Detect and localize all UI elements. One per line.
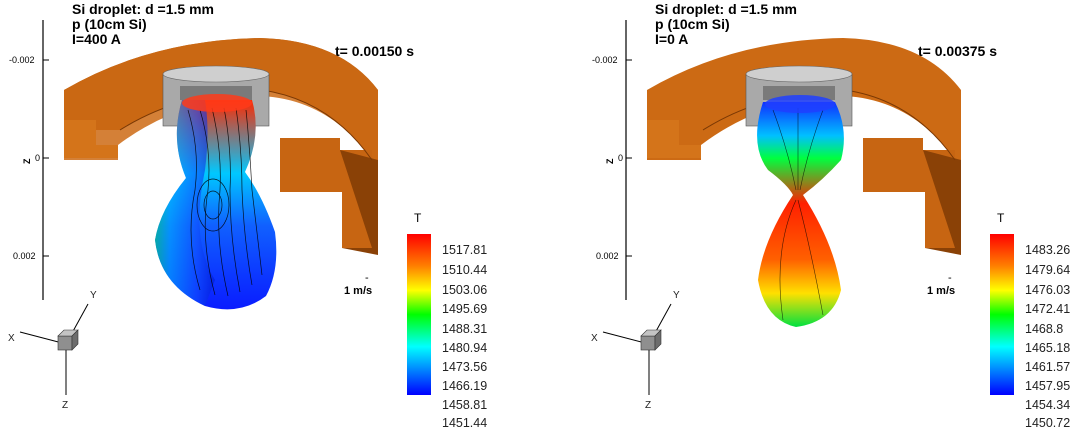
triad-label-y: Y xyxy=(90,290,97,301)
droplet-temperature-field xyxy=(155,94,277,310)
legend-value: 1503.06 xyxy=(442,283,488,297)
legend-value: 1488.31 xyxy=(442,322,488,336)
panel-left: Si droplet: d =1.5 mm p (10cm Si) I=400 … xyxy=(0,0,541,432)
simulation-scene-left xyxy=(19,20,431,395)
z-tick-label: 0.002 xyxy=(13,251,36,261)
z-tick-label: 0.002 xyxy=(596,251,619,261)
time-label: t= 0.00375 s xyxy=(918,43,998,59)
legend-value: 1517.81 xyxy=(442,243,488,257)
z-axis-label: Z xyxy=(22,158,32,165)
title-line-2: p (10cm Si) xyxy=(72,16,147,32)
legend-value: 1465.18 xyxy=(1025,341,1071,355)
velocity-reference-label: 1 m/s xyxy=(344,285,373,297)
time-label: t= 0.00150 s xyxy=(335,43,415,59)
legend-value: 1461.57 xyxy=(1025,360,1071,374)
z-tick-label: 0 xyxy=(618,153,624,163)
temperature-legend-bar xyxy=(990,234,1014,395)
legend-value: 1483.26 xyxy=(1025,243,1071,257)
coordinate-triad xyxy=(19,303,89,395)
title-line-3: I=0 A xyxy=(655,31,689,47)
title-line-1: Si droplet: d =1.5 mm xyxy=(655,1,797,17)
z-tick-label: -0.002 xyxy=(9,55,35,65)
legend-value: 1480.94 xyxy=(442,341,488,355)
title-line-1: Si droplet: d =1.5 mm xyxy=(72,1,214,17)
legend-value: 1468.8 xyxy=(1025,322,1064,336)
title-line-3: I=400 A xyxy=(72,31,121,47)
triad-label-x: X xyxy=(591,333,598,344)
legend-value: 1476.03 xyxy=(1025,283,1071,297)
temperature-legend-bar xyxy=(407,234,431,395)
legend-title: T xyxy=(414,211,422,225)
velocity-reference-label: 1 m/s xyxy=(927,285,956,297)
simulation-scene-right xyxy=(602,20,1014,395)
legend-value: 1473.56 xyxy=(442,360,488,374)
velocity-reference-mark: - xyxy=(365,272,369,284)
legend-value: 1454.34 xyxy=(1025,398,1071,412)
velocity-reference-mark: - xyxy=(948,272,952,284)
legend-value: 1458.81 xyxy=(442,398,488,412)
triad-label-z: Z xyxy=(645,400,652,411)
legend-value: 1450.72 xyxy=(1025,416,1071,430)
droplet-temperature-field xyxy=(757,95,844,327)
title-line-2: p (10cm Si) xyxy=(655,16,730,32)
triad-label-z: Z xyxy=(62,400,69,411)
legend-title: T xyxy=(997,211,1005,225)
legend-value: 1510.44 xyxy=(442,263,488,277)
z-tick-label: 0 xyxy=(35,153,41,163)
panel-right: Si droplet: d =1.5 mm p (10cm Si) I=0 A … xyxy=(583,0,1083,432)
z-axis-label: Z xyxy=(605,158,615,165)
z-tick-label: -0.002 xyxy=(592,55,618,65)
triad-label-x: X xyxy=(8,333,15,344)
legend-value: 1472.41 xyxy=(1025,302,1071,316)
legend-value: 1457.95 xyxy=(1025,379,1071,393)
triad-label-y: Y xyxy=(673,290,680,301)
legend-value: 1451.44 xyxy=(442,416,488,430)
legend-value: 1466.19 xyxy=(442,379,488,393)
legend-value: 1495.69 xyxy=(442,302,488,316)
legend-value: 1479.64 xyxy=(1025,263,1071,277)
coordinate-triad xyxy=(602,303,672,395)
